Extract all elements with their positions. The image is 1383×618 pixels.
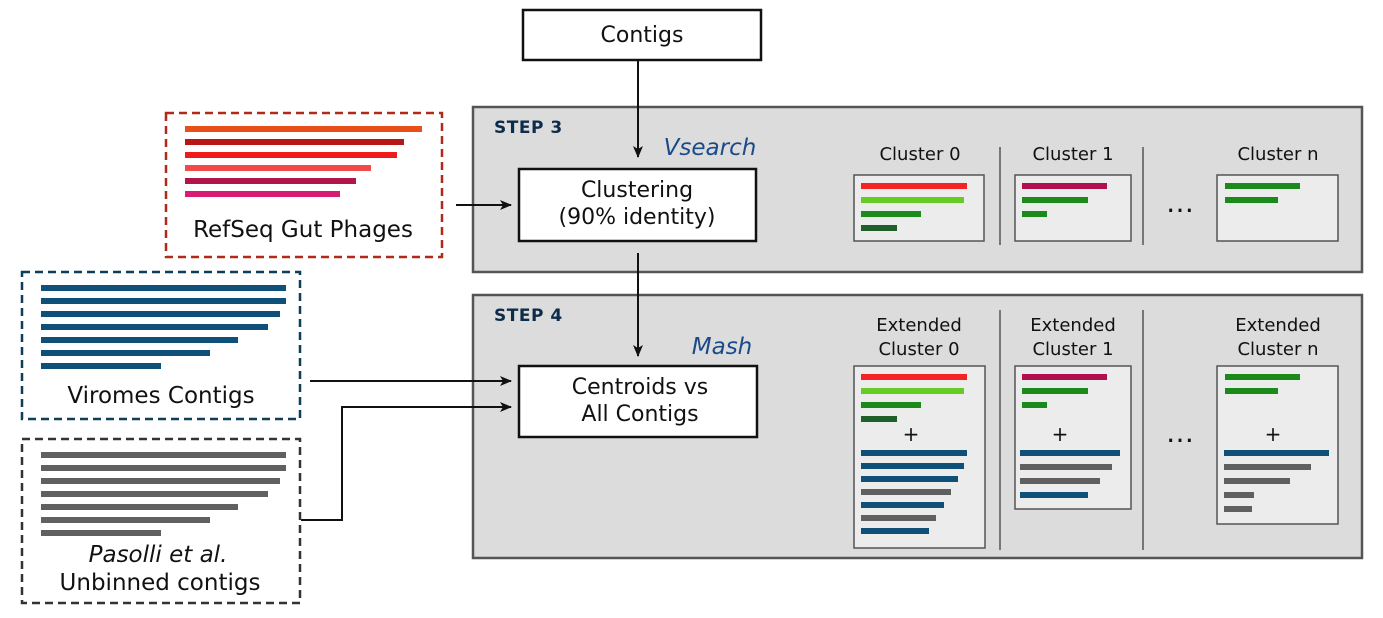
cluster-n-contig-bar — [1225, 183, 1300, 189]
refseq-contig-bar — [185, 152, 397, 158]
extended-cluster-0-contig-bar — [861, 402, 921, 408]
refseq-contig-bar — [185, 191, 340, 197]
virome-contig-bar — [41, 350, 210, 356]
pasolli-label: Unbinned contigs — [60, 570, 261, 596]
plus-sign: + — [1265, 422, 1282, 446]
extended-cluster-0-contig-bar — [861, 374, 967, 380]
contigs-label: Contigs — [601, 23, 684, 48]
centroids-label-line1: Centroids vs — [572, 375, 709, 400]
extended-cluster-1-added-bar — [1020, 478, 1100, 484]
viromes-box — [20, 270, 302, 421]
extended-cluster-n-added-bar — [1224, 492, 1254, 498]
extended-cluster-n-contig-bar — [1225, 374, 1300, 380]
pasolli-contig-bar — [41, 491, 268, 497]
virome-contig-bar — [41, 311, 280, 317]
extended-cluster-1-added-bar — [1020, 492, 1088, 498]
extended-cluster-0-added-bar — [861, 502, 944, 508]
contig-bars — [41, 126, 1329, 536]
extended-cluster-0-added-bar — [861, 463, 964, 469]
extended-cluster-n-added-bar — [1224, 450, 1329, 456]
virome-contig-bar — [41, 324, 268, 330]
extended-cluster-0-added-bar — [861, 515, 936, 521]
extended-cluster-0-added-bar — [861, 489, 951, 495]
extended-cluster-1-added-bar — [1020, 464, 1112, 470]
arrow-pasolli-to-centroids — [301, 402, 512, 521]
extended-cluster-1-added-bar — [1020, 450, 1120, 456]
clustering-label-line2: (90% identity) — [559, 205, 716, 230]
extended-cluster-0-added-bar — [861, 450, 967, 456]
ellipsis: … — [1166, 416, 1194, 449]
cluster-0-contig-bar — [861, 225, 897, 231]
pasolli-contig-bar — [41, 452, 286, 458]
cluster-n-header: Cluster n — [1237, 144, 1318, 165]
clustering-box — [517, 167, 758, 243]
extended-cluster-1-contig-bar — [1022, 402, 1047, 408]
cluster-1-contig-bar — [1022, 197, 1088, 203]
virome-contig-bar — [41, 337, 238, 343]
cluster-0-contig-bar — [861, 197, 964, 203]
mash-tool-label: Mash — [692, 334, 753, 360]
extended-cluster-0-contig-bar — [861, 388, 964, 394]
refseq-box — [164, 111, 444, 259]
centroids-label-line2: All Contigs — [581, 402, 698, 427]
extended-cluster-n-header: Extended — [1235, 315, 1321, 336]
extended-cluster-0-contig-bar — [861, 416, 897, 422]
refseq-label: RefSeq Gut Phages — [193, 217, 413, 243]
refseq-contig-bar — [185, 165, 371, 171]
step4-title: STEP 4 — [494, 306, 563, 326]
cluster-n-contig-bar — [1225, 197, 1278, 203]
extended-cluster-0-added-bar — [861, 528, 929, 534]
virome-contig-bar — [41, 298, 286, 304]
cluster-0-contig-bar — [861, 211, 921, 217]
extended-cluster-1-box — [1014, 365, 1132, 510]
extended-cluster-1-contig-bar — [1022, 374, 1107, 380]
plus-sign: + — [903, 422, 920, 446]
extended-cluster-n-header: Cluster n — [1237, 339, 1318, 360]
extended-cluster-1-contig-bar — [1022, 388, 1088, 394]
centroids-box — [517, 364, 759, 439]
contigs-box — [521, 8, 763, 62]
pasolli-contig-bar — [41, 504, 238, 510]
extended-cluster-0-header: Extended — [876, 315, 962, 336]
cluster-1-header: Cluster 1 — [1032, 144, 1113, 165]
cluster-1-contig-bar — [1022, 183, 1107, 189]
pasolli-label-italic: Pasolli et al. — [89, 542, 228, 568]
cluster-1-contig-bar — [1022, 211, 1047, 217]
extended-cluster-n-contig-bar — [1225, 388, 1278, 394]
cluster-0-contig-bar — [861, 183, 967, 189]
ellipsis: … — [1166, 186, 1194, 219]
virome-contig-bar — [41, 285, 286, 291]
clustering-label-line1: Clustering — [581, 178, 693, 203]
step3-title: STEP 3 — [494, 118, 563, 138]
vsearch-tool-label: Vsearch — [664, 135, 757, 161]
virome-contig-bar — [41, 363, 161, 369]
plus-sign: + — [1052, 422, 1069, 446]
extended-cluster-n-added-bar — [1224, 506, 1252, 512]
pasolli-contig-bar — [41, 478, 280, 484]
extended-cluster-n-added-bar — [1224, 464, 1311, 470]
extended-cluster-0-header: Cluster 0 — [878, 339, 959, 360]
extended-cluster-n-added-bar — [1224, 478, 1290, 484]
refseq-contig-bar — [185, 126, 422, 132]
refseq-contig-bar — [185, 178, 356, 184]
extended-cluster-1-header: Cluster 1 — [1032, 339, 1113, 360]
pasolli-contig-bar — [41, 530, 161, 536]
cluster-0-header: Cluster 0 — [879, 144, 960, 165]
pasolli-contig-bar — [41, 517, 210, 523]
extended-cluster-1-header: Extended — [1030, 315, 1116, 336]
refseq-contig-bar — [185, 139, 404, 145]
viromes-label: Viromes Contigs — [67, 383, 254, 409]
extended-cluster-0-added-bar — [861, 476, 958, 482]
pasolli-contig-bar — [41, 465, 286, 471]
